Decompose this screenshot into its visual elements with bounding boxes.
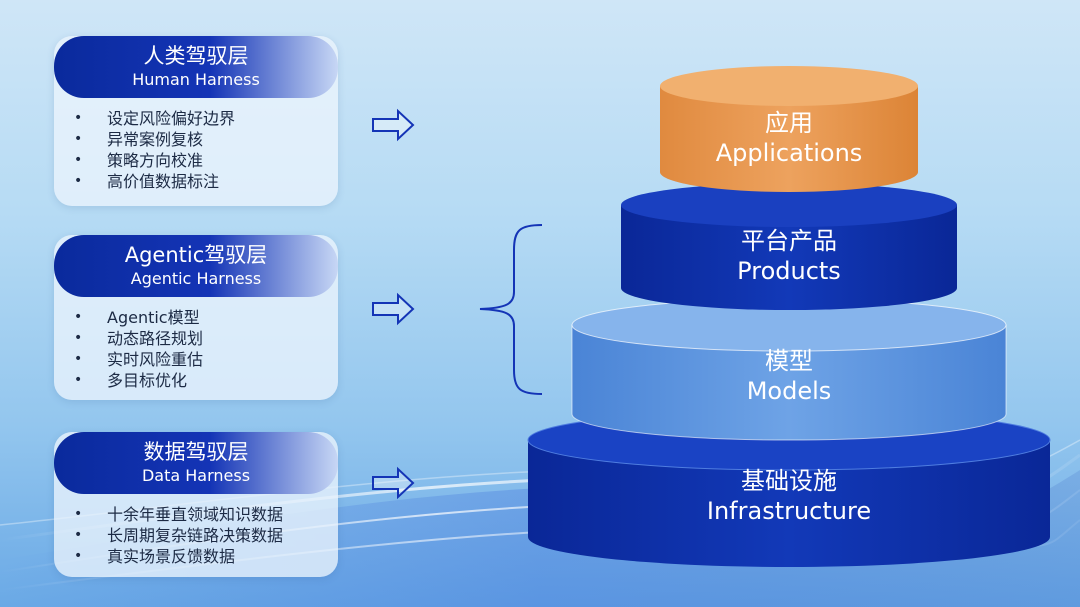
panel-title-en: Agentic Harness: [130, 269, 262, 288]
list-item: 异常案例复核: [74, 129, 235, 150]
list-item: 十余年垂直领域知识数据: [74, 504, 283, 525]
panel-title-cn: 人类驾驭层: [143, 44, 249, 68]
tier-label-en: Infrastructure: [706, 497, 872, 525]
panel-agentic-harness: Agentic驾驭层 Agentic Harness Agentic模型 动态路…: [54, 235, 338, 400]
list-item: 真实场景反馈数据: [74, 546, 283, 567]
arrow-right-icon: [372, 292, 415, 326]
tier-applications: [660, 66, 918, 192]
panel-header: 人类驾驭层 Human Harness: [54, 36, 338, 98]
tier-label-cn: 模型: [765, 347, 813, 375]
tier-label-en: Models: [746, 377, 832, 405]
tier-models: [571, 298, 1007, 441]
tier-label-en: Products: [737, 257, 841, 285]
list-item: 动态路径规划: [74, 328, 203, 349]
panel-title-cn: Agentic驾驭层: [124, 243, 268, 267]
list-item: 高价值数据标注: [74, 171, 235, 192]
bullet-list: 设定风险偏好边界 异常案例复核 策略方向校准 高价值数据标注: [74, 108, 235, 192]
panel-human-harness: 人类驾驭层 Human Harness 设定风险偏好边界 异常案例复核 策略方向…: [54, 36, 338, 206]
tier-label-cn: 平台产品: [741, 227, 837, 255]
tier-label-models: 模型 Models: [639, 346, 939, 406]
list-item: 实时风险重估: [74, 349, 203, 370]
list-item: 设定风险偏好边界: [74, 108, 235, 129]
list-item: 长周期复杂链路决策数据: [74, 525, 283, 546]
list-item: 策略方向校准: [74, 150, 235, 171]
tier-label-infrastructure: 基础设施 Infrastructure: [639, 466, 939, 526]
curly-brace: [479, 224, 543, 395]
tier-label-en: Applications: [715, 139, 863, 167]
panel-title-cn: 数据驾驭层: [143, 440, 249, 464]
arrow-right-icon: [372, 108, 415, 142]
list-item: 多目标优化: [74, 370, 203, 391]
panel-data-harness: 数据驾驭层 Data Harness 十余年垂直领域知识数据 长周期复杂链路决策…: [54, 432, 338, 577]
panel-title-en: Human Harness: [132, 70, 260, 89]
arrow-right-icon: [372, 466, 415, 500]
bullet-list: 十余年垂直领域知识数据 长周期复杂链路决策数据 真实场景反馈数据: [74, 504, 283, 567]
panel-title-en: Data Harness: [141, 466, 251, 485]
tier-products: [621, 183, 957, 310]
list-item: Agentic模型: [74, 307, 203, 328]
tier-label-cn: 应用: [765, 109, 813, 137]
panel-header: 数据驾驭层 Data Harness: [54, 432, 338, 494]
tier-label-cn: 基础设施: [741, 467, 837, 495]
tier-label-products: 平台产品 Products: [639, 226, 939, 286]
bullet-list: Agentic模型 动态路径规划 实时风险重估 多目标优化: [74, 307, 203, 391]
panel-header: Agentic驾驭层 Agentic Harness: [54, 235, 338, 297]
tier-label-applications: 应用 Applications: [639, 108, 939, 168]
